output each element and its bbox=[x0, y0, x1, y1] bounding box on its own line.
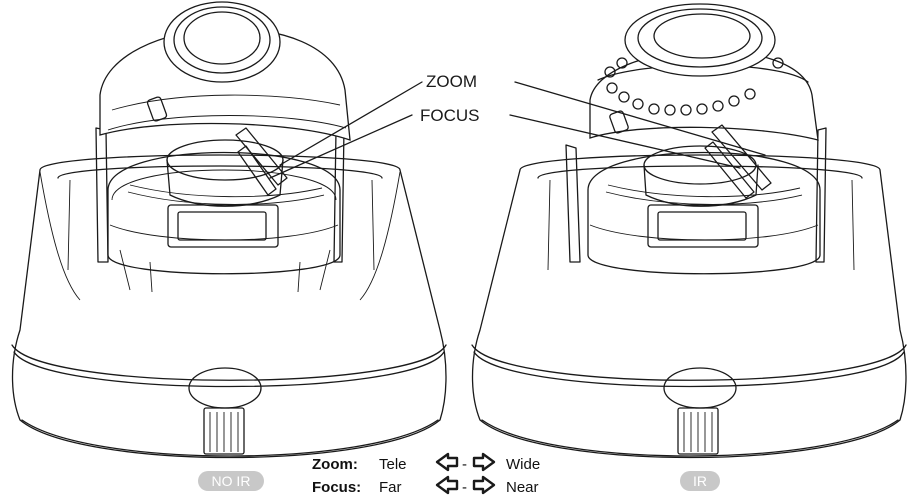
base-housing bbox=[11, 154, 447, 459]
legend-focus-to: Near bbox=[506, 479, 539, 496]
arrow-left-icon bbox=[435, 475, 459, 495]
legend-zoom-from: Tele bbox=[379, 456, 407, 473]
dome-cover bbox=[99, 27, 351, 141]
legend-focus-from: Far bbox=[379, 479, 402, 496]
badge-ir: IR bbox=[680, 471, 720, 491]
focus-leader bbox=[509, 114, 741, 169]
zoom-label: ZOOM bbox=[426, 72, 477, 91]
badge-no-ir: NO IR bbox=[198, 471, 264, 491]
badge-ir-text: IR bbox=[693, 473, 707, 489]
legend-zoom-key: Zoom: bbox=[312, 456, 358, 473]
camera-no-ir bbox=[11, 1, 447, 459]
zoom-rod bbox=[235, 127, 288, 186]
focus-rod bbox=[237, 145, 277, 196]
leader-lines bbox=[269, 81, 766, 179]
arrow-right-icon bbox=[472, 475, 496, 495]
camera-ir bbox=[471, 3, 907, 459]
legend: Zoom: Tele - Wide Focus: Far - Near bbox=[312, 452, 540, 496]
lens-top-ir bbox=[624, 3, 776, 77]
arrow-left-icon bbox=[435, 452, 459, 472]
lens-top bbox=[163, 1, 281, 83]
legend-focus-sep: - bbox=[462, 479, 467, 496]
zoom-rod-ir bbox=[711, 124, 772, 191]
legend-zoom-to: Wide bbox=[506, 456, 540, 473]
badge-no-ir-text: NO IR bbox=[212, 473, 251, 489]
focus-leader-left bbox=[269, 114, 413, 179]
zoom-leader-left bbox=[279, 81, 423, 166]
legend-focus-key: Focus: bbox=[312, 479, 361, 496]
legend-zoom-sep: - bbox=[462, 456, 467, 473]
arrow-right-icon bbox=[472, 452, 496, 472]
focus-label: FOCUS bbox=[420, 106, 480, 125]
zoom-leader bbox=[514, 81, 766, 156]
ir-led-ring bbox=[604, 57, 784, 116]
base-housing-ir bbox=[471, 154, 907, 459]
focus-rod-ir bbox=[704, 141, 755, 199]
